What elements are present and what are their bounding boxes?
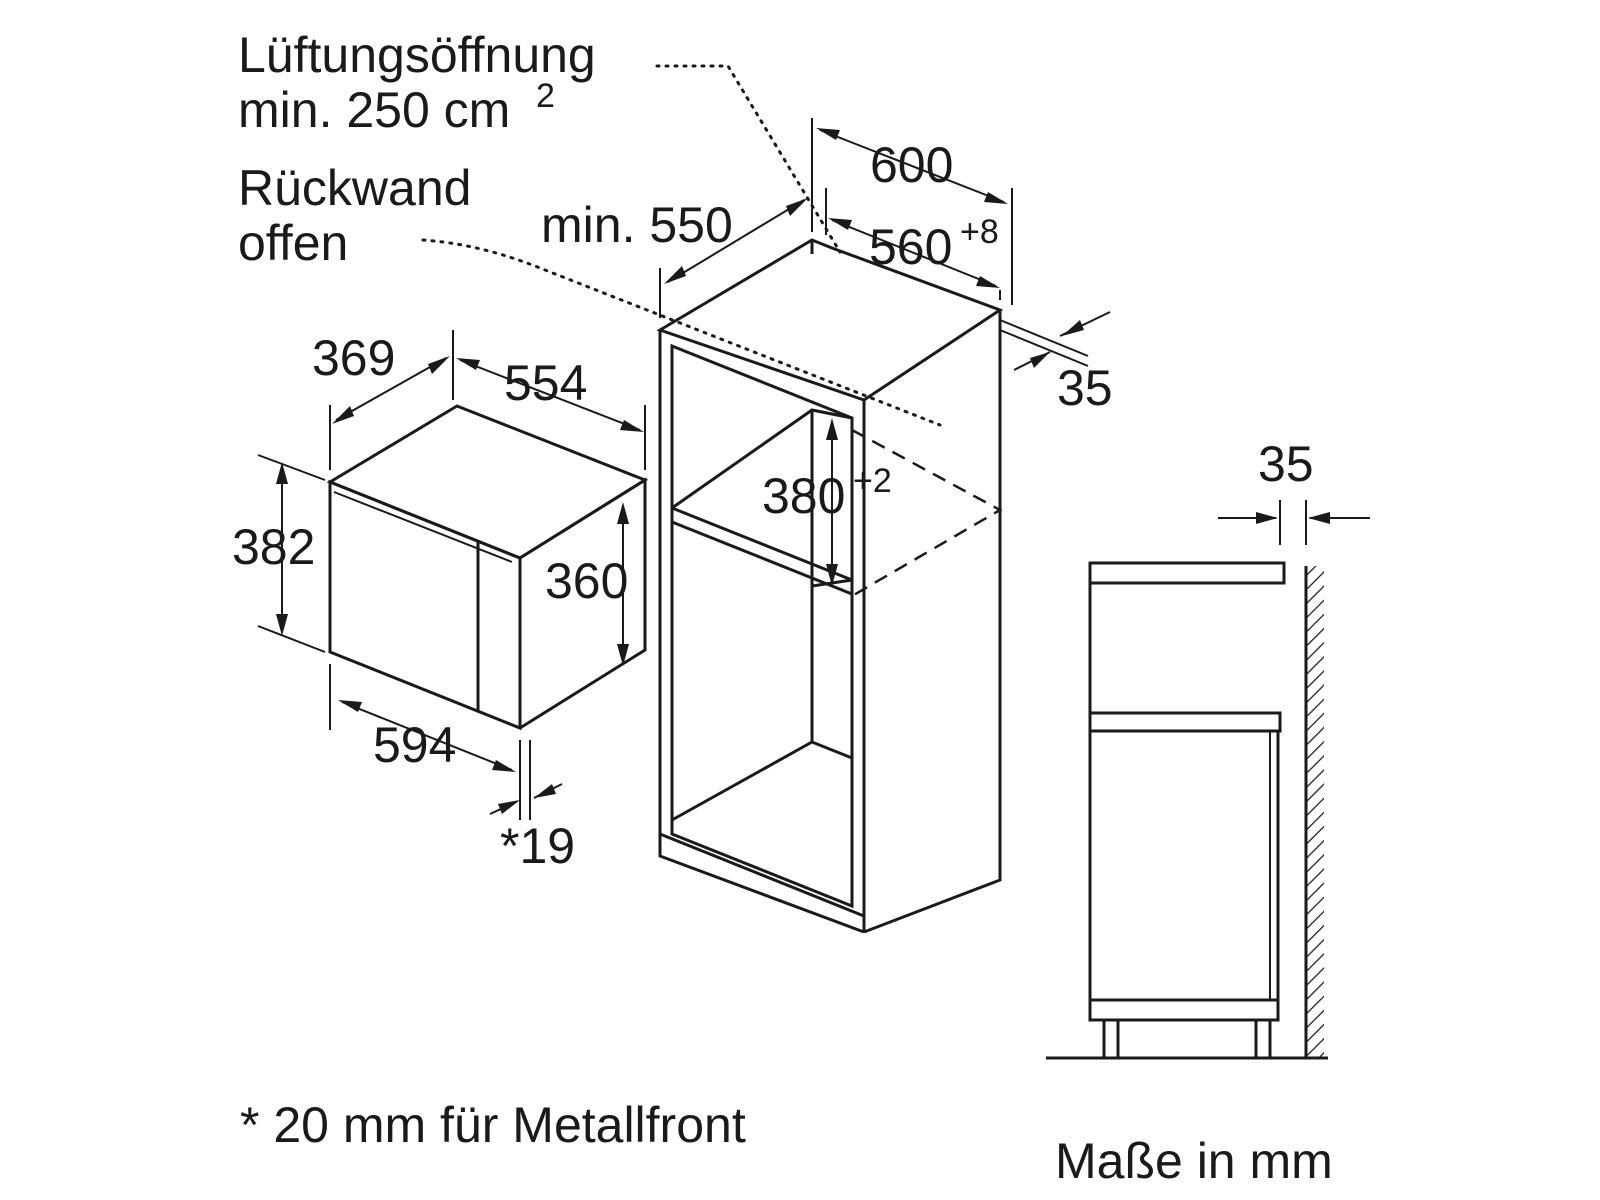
- dim-cabinet-depth: min. 550: [541, 197, 733, 253]
- appliance-drawing: [326, 404, 649, 731]
- cabinet-drawing: [656, 238, 1004, 934]
- leader-lines: [421, 64, 942, 427]
- side-view-drawing: [1046, 561, 1328, 1060]
- dim-front-offset: *19: [500, 818, 575, 874]
- dim-appliance-front-width: 594: [373, 717, 456, 773]
- dim-appliance-body-height: 360: [545, 553, 628, 609]
- backwall-open-label: offen: [238, 215, 348, 271]
- backwall-label: Rückwand: [238, 160, 471, 216]
- dim-niche-width-tolerance: +8: [960, 213, 999, 251]
- ventilation-area-superscript: 2: [536, 77, 555, 115]
- dim-appliance-height: 382: [232, 519, 315, 575]
- dim-side-gap: 35: [1057, 360, 1113, 416]
- dim-appliance-depth: 369: [312, 330, 395, 386]
- cabinet-dimension-lines: [659, 118, 1111, 586]
- side-view-dimension-lines: [1218, 500, 1370, 545]
- units-label: Maße in mm: [1055, 1133, 1333, 1189]
- footnote: * 20 mm für Metallfront: [240, 1097, 746, 1153]
- dim-niche-height-tolerance: +2: [853, 462, 892, 500]
- ventilation-area-label: min. 250 cm: [238, 82, 510, 138]
- ventilation-label: Lüftungsöffnung: [238, 27, 596, 83]
- appliance-dimension-lines: [257, 330, 646, 820]
- dim-side-view-gap: 35: [1258, 436, 1314, 492]
